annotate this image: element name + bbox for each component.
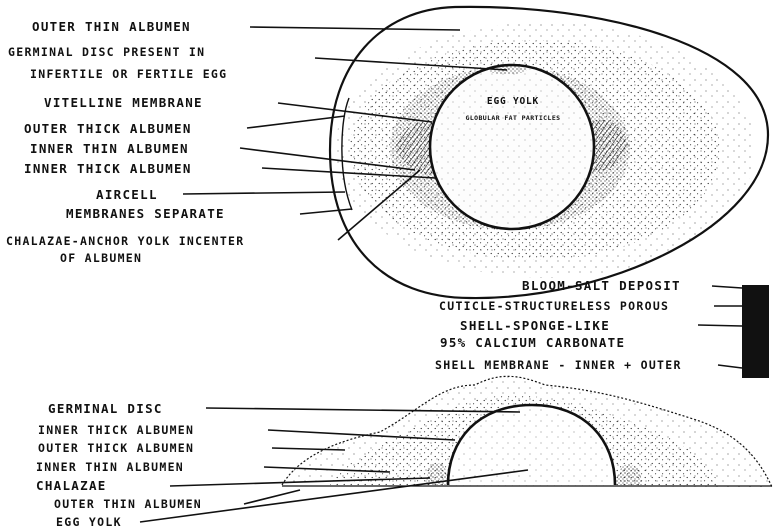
label-outer-thick-albumen-2: OUTER THICK ALBUMEN <box>38 441 194 455</box>
label-outer-thin-albumen-2: OUTER THIN ALBUMEN <box>54 497 202 511</box>
label-group-egg: OUTER THIN ALBUMEN GERMINAL DISC PRESENT… <box>6 19 244 265</box>
broken-out-egg: GERMINAL DISC INNER THICK ALBUMEN OUTER … <box>36 376 772 529</box>
label-chalazae-1: CHALAZAE-ANCHOR YOLK INCENTER <box>6 234 244 248</box>
egg-cross-section: EGG YOLK GLOBULAR FAT PARTICLES OUTER TH… <box>6 7 768 298</box>
egg-yolk-label: EGG YOLK <box>487 96 539 107</box>
label-inner-thick-albumen: INNER THICK ALBUMEN <box>24 161 192 176</box>
label-germinal-disc-2: INFERTILE OR FERTILE EGG <box>30 67 227 81</box>
label-cuticle: CUTICLE-STRUCTURELESS POROUS <box>439 299 669 313</box>
label-inner-thin-albumen: INNER THIN ALBUMEN <box>30 141 189 156</box>
label-chalazae-2: OF ALBUMEN <box>60 251 142 265</box>
label-shell-sponge: SHELL-SPONGE-LIKE <box>460 318 610 333</box>
label-bloom: BLOOM-SALT DEPOSIT <box>522 278 681 293</box>
label-calcium-carbonate: 95% CALCIUM CARBONATE <box>440 335 625 350</box>
label-vitelline-membrane: VITELLINE MEMBRANE <box>44 95 203 110</box>
label-group-shell: BLOOM-SALT DEPOSIT CUTICLE-STRUCTURELESS… <box>435 278 682 372</box>
label-germinal-disc-1: GERMINAL DISC PRESENT IN <box>8 45 205 59</box>
label-inner-thick-albumen-2: INNER THICK ALBUMEN <box>38 423 194 437</box>
shell-layers: BLOOM-SALT DEPOSIT CUTICLE-STRUCTURELESS… <box>435 278 769 378</box>
label-germinal-disc: GERMINAL DISC <box>48 401 163 416</box>
label-outer-thin-albumen: OUTER THIN ALBUMEN <box>32 19 191 34</box>
label-inner-thin-albumen-2: INNER THIN ALBUMEN <box>36 460 184 474</box>
label-aircell: AIRCELL <box>96 187 158 202</box>
label-egg-yolk-3: EGG YOLK <box>56 515 122 529</box>
leader-lines-shell <box>698 286 742 368</box>
label-membranes-separate: MEMBRANES SEPARATE <box>66 206 225 221</box>
label-group-broken: GERMINAL DISC INNER THICK ALBUMEN OUTER … <box>36 401 202 529</box>
globular-fat-label: GLOBULAR FAT PARTICLES <box>466 114 561 122</box>
label-shell-membrane: SHELL MEMBRANE - INNER + OUTER <box>435 358 682 372</box>
label-chalazae-3: CHALAZAE <box>36 478 107 493</box>
label-outer-thick-albumen: OUTER THICK ALBUMEN <box>24 121 192 136</box>
